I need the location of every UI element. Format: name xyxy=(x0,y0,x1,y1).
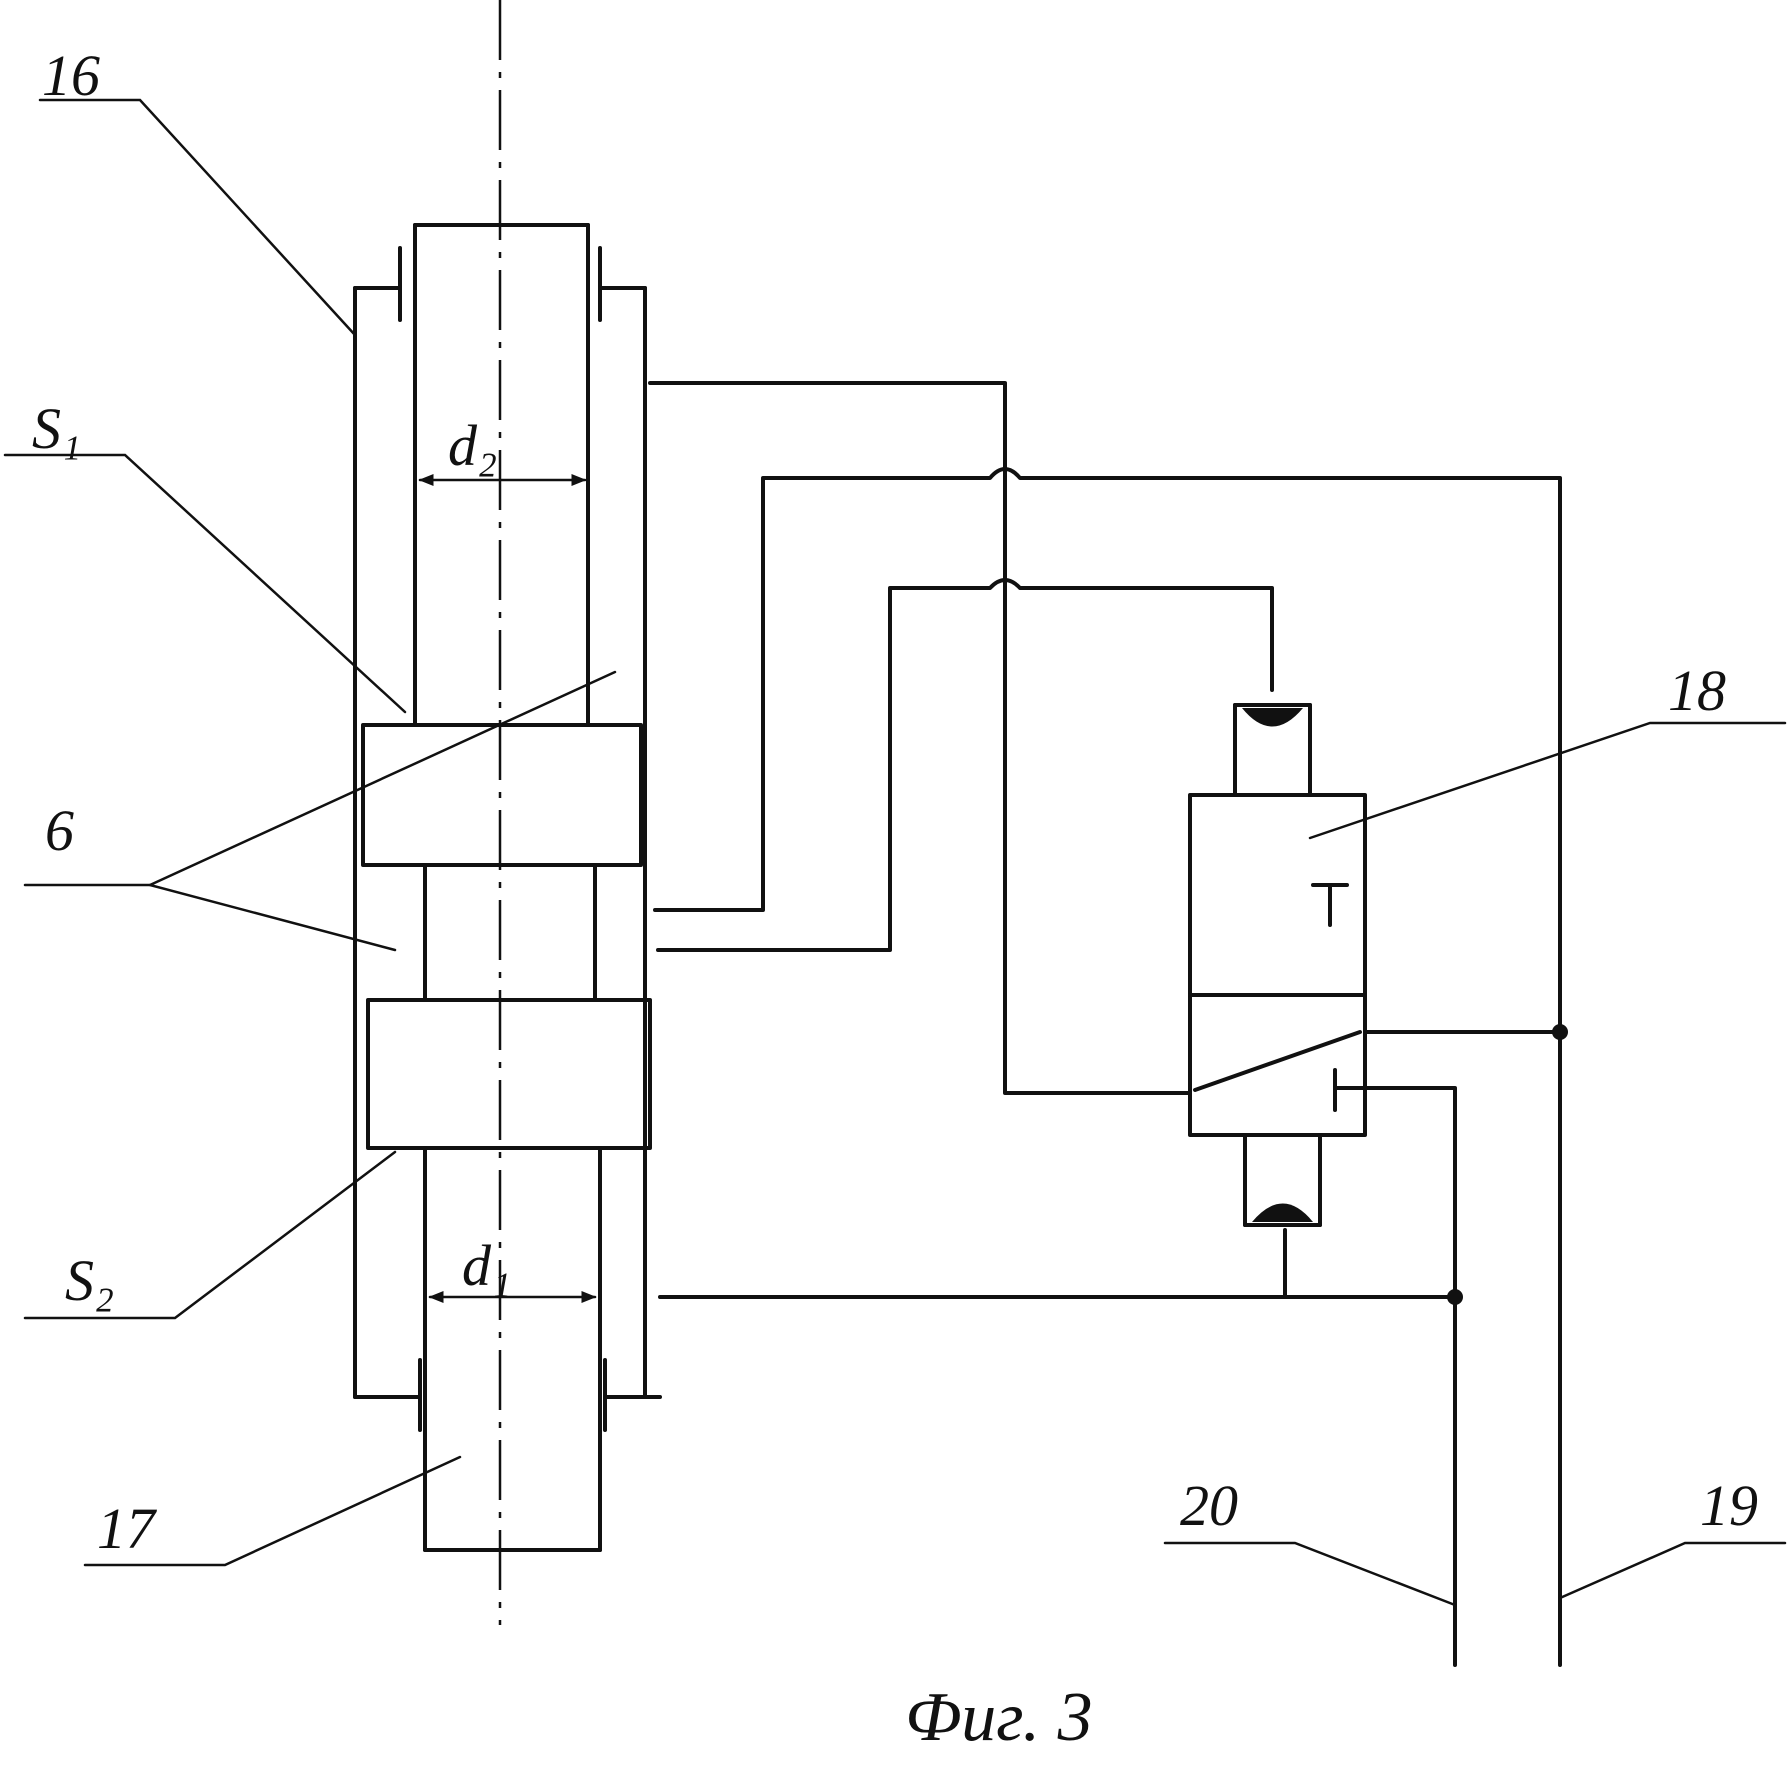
label-s1: S₁ xyxy=(32,396,81,461)
label-18: 18 xyxy=(1668,658,1726,723)
figure-caption: Фиг. 3 xyxy=(905,1679,1093,1756)
junction-dot-19 xyxy=(1552,1024,1568,1040)
valve-18 xyxy=(1188,703,1367,1227)
upper-rod xyxy=(413,223,590,727)
lower-rod xyxy=(423,1146,602,1552)
hydraulic-lines xyxy=(648,381,1562,1667)
label-19: 19 xyxy=(1700,1473,1758,1538)
piston-neck xyxy=(423,863,597,1002)
label-d2: d₂ xyxy=(448,413,497,478)
label-17: 17 xyxy=(97,1496,157,1561)
junction-dot-20 xyxy=(1447,1289,1463,1305)
label-16: 16 xyxy=(42,43,100,108)
piston-lower xyxy=(366,998,652,1150)
piston-upper xyxy=(361,723,643,867)
label-s2: S₂ xyxy=(65,1248,114,1313)
label-20: 20 xyxy=(1180,1473,1238,1538)
label-d1: d₁ xyxy=(462,1233,511,1298)
label-6: 6 xyxy=(45,798,74,863)
cylinder-body xyxy=(353,246,662,1432)
leader-lines xyxy=(3,98,1787,1607)
